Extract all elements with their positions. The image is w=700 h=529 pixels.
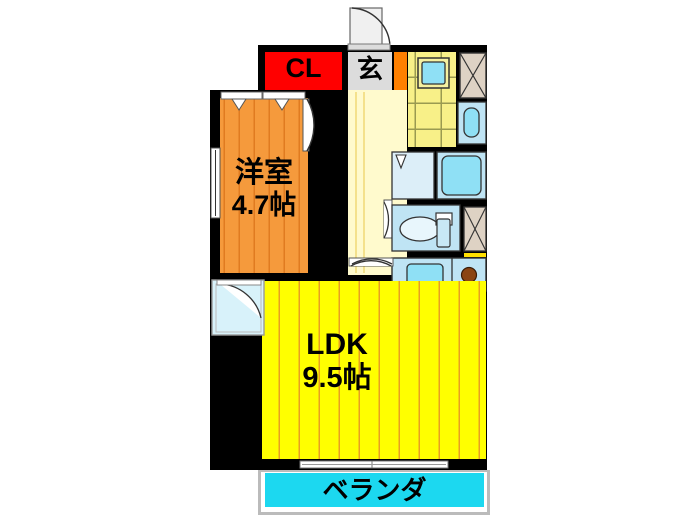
closet-door-icon [220,91,306,111]
genkan-floor [348,52,392,90]
ldk-door-icon [348,257,394,267]
closet-floor [265,52,342,90]
genkan-step [394,52,407,90]
washroom-faucet-icon [395,154,407,170]
balcony-small [211,279,265,336]
toilet-icon [399,212,453,248]
bathtub-icon [436,151,487,200]
room-closet [265,52,342,90]
room-bedroom [210,91,315,273]
bedroom-floor [220,98,308,273]
window-left-icon [210,147,221,219]
room-ldk [262,257,486,469]
stove-burner-icon [460,266,478,284]
toilet-room [391,204,487,257]
bedroom-door-icon [302,98,315,152]
washroom-bath [383,151,487,239]
toilet-threshold [464,253,486,257]
veranda-floor [265,473,484,507]
vanity-basin-icon [417,57,450,89]
upper-basin-icon [457,101,487,145]
utility-top [408,52,487,147]
toilet-storage-icon [463,206,487,252]
room-genkan [347,7,407,90]
washing-machine-icon [459,52,487,99]
entry-door-icon [347,7,391,51]
window-balcony-icon [299,460,449,469]
room-veranda [258,470,490,515]
bath-door-icon [383,199,393,239]
